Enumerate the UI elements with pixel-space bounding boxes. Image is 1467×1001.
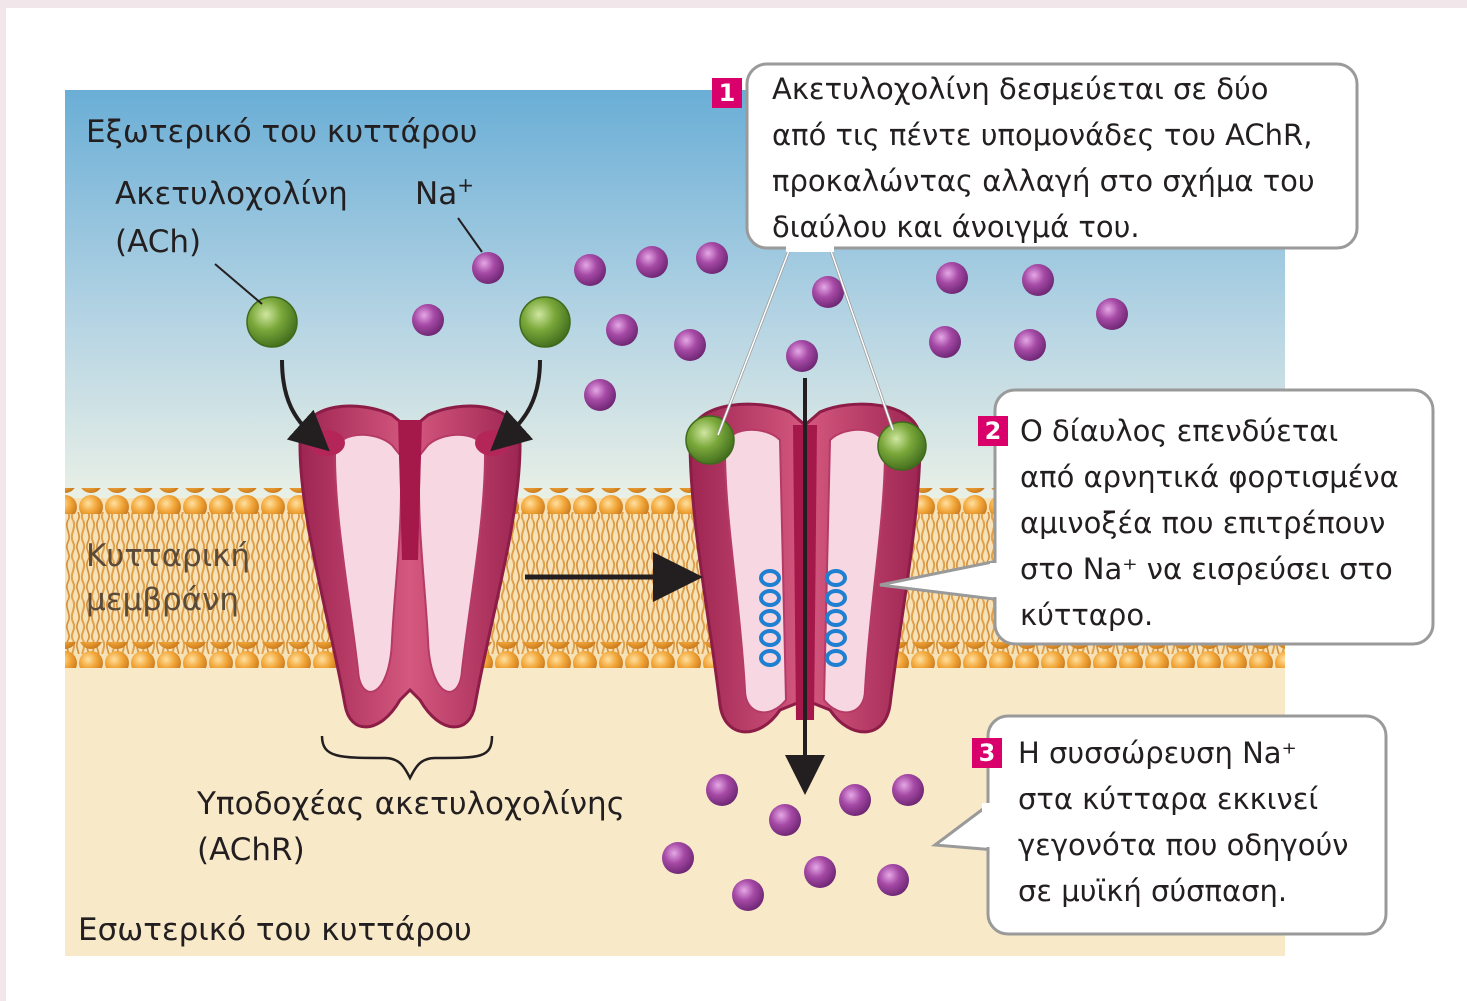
na-label-base: Na	[415, 176, 457, 212]
callout-3-line: σε μυϊκή σύσπαση.	[1018, 868, 1348, 914]
na-label-sup: +	[457, 173, 474, 197]
callout-1-number: 1	[712, 78, 742, 108]
membrane-label-line2: μεμβράνη	[86, 578, 239, 622]
callout-1-line: Ακετυλοχολίνη δεσμεύεται σε δύο	[772, 66, 1315, 112]
callout-1-line: από τις πέντε υπομονάδες του AChR,	[772, 112, 1315, 158]
extracellular-label: Εξωτερικό του κυττάρου	[86, 110, 477, 154]
receptor-label-line2: (AChR)	[197, 828, 305, 872]
callout-3-text: Η συσσώρευση Na⁺ στα κύτταρα εκκινεί γεγ…	[1018, 730, 1348, 914]
callout-3-line: γεγονότα που οδηγούν	[1018, 822, 1348, 868]
callout-2-line: από αρνητικά φορτισμένα	[1020, 454, 1399, 500]
receptor-label-line1: Υποδοχέας ακετυλοχολίνης	[197, 782, 625, 826]
callout-2-line: κύτταρο.	[1020, 592, 1399, 638]
callout-2-line: Ο δίαυλος επενδύεται	[1020, 408, 1399, 454]
callout-3-line: Η συσσώρευση Na⁺	[1018, 730, 1348, 776]
callout-1-line: προκαλώντας αλλαγή στο σχήμα του	[772, 158, 1315, 204]
membrane-label-line1: Κυτταρική	[86, 534, 250, 578]
callout-2-line: αμινοξέα που επιτρέπουν	[1020, 500, 1399, 546]
callout-3-number: 3	[972, 738, 1002, 768]
intracellular-label: Εσωτερικό του κυττάρου	[78, 908, 472, 952]
ach-label-line2: (ACh)	[115, 220, 201, 264]
callout-1-text: Ακετυλοχολίνη δεσμεύεται σε δύο από τις …	[772, 66, 1315, 250]
callout-1-line: διαύλου και άνοιγμά του.	[772, 204, 1315, 250]
callout-3-line: στα κύτταρα εκκινεί	[1018, 776, 1348, 822]
callout-2-line: στο Na⁺ να εισρεύσει στο	[1020, 546, 1399, 592]
callout-2-text: Ο δίαυλος επενδύεται από αρνητικά φορτισ…	[1020, 408, 1399, 638]
callout-2-number: 2	[978, 416, 1008, 446]
na-label: Na+	[415, 172, 474, 219]
ach-label-line1: Ακετυλοχολίνη	[115, 172, 348, 216]
